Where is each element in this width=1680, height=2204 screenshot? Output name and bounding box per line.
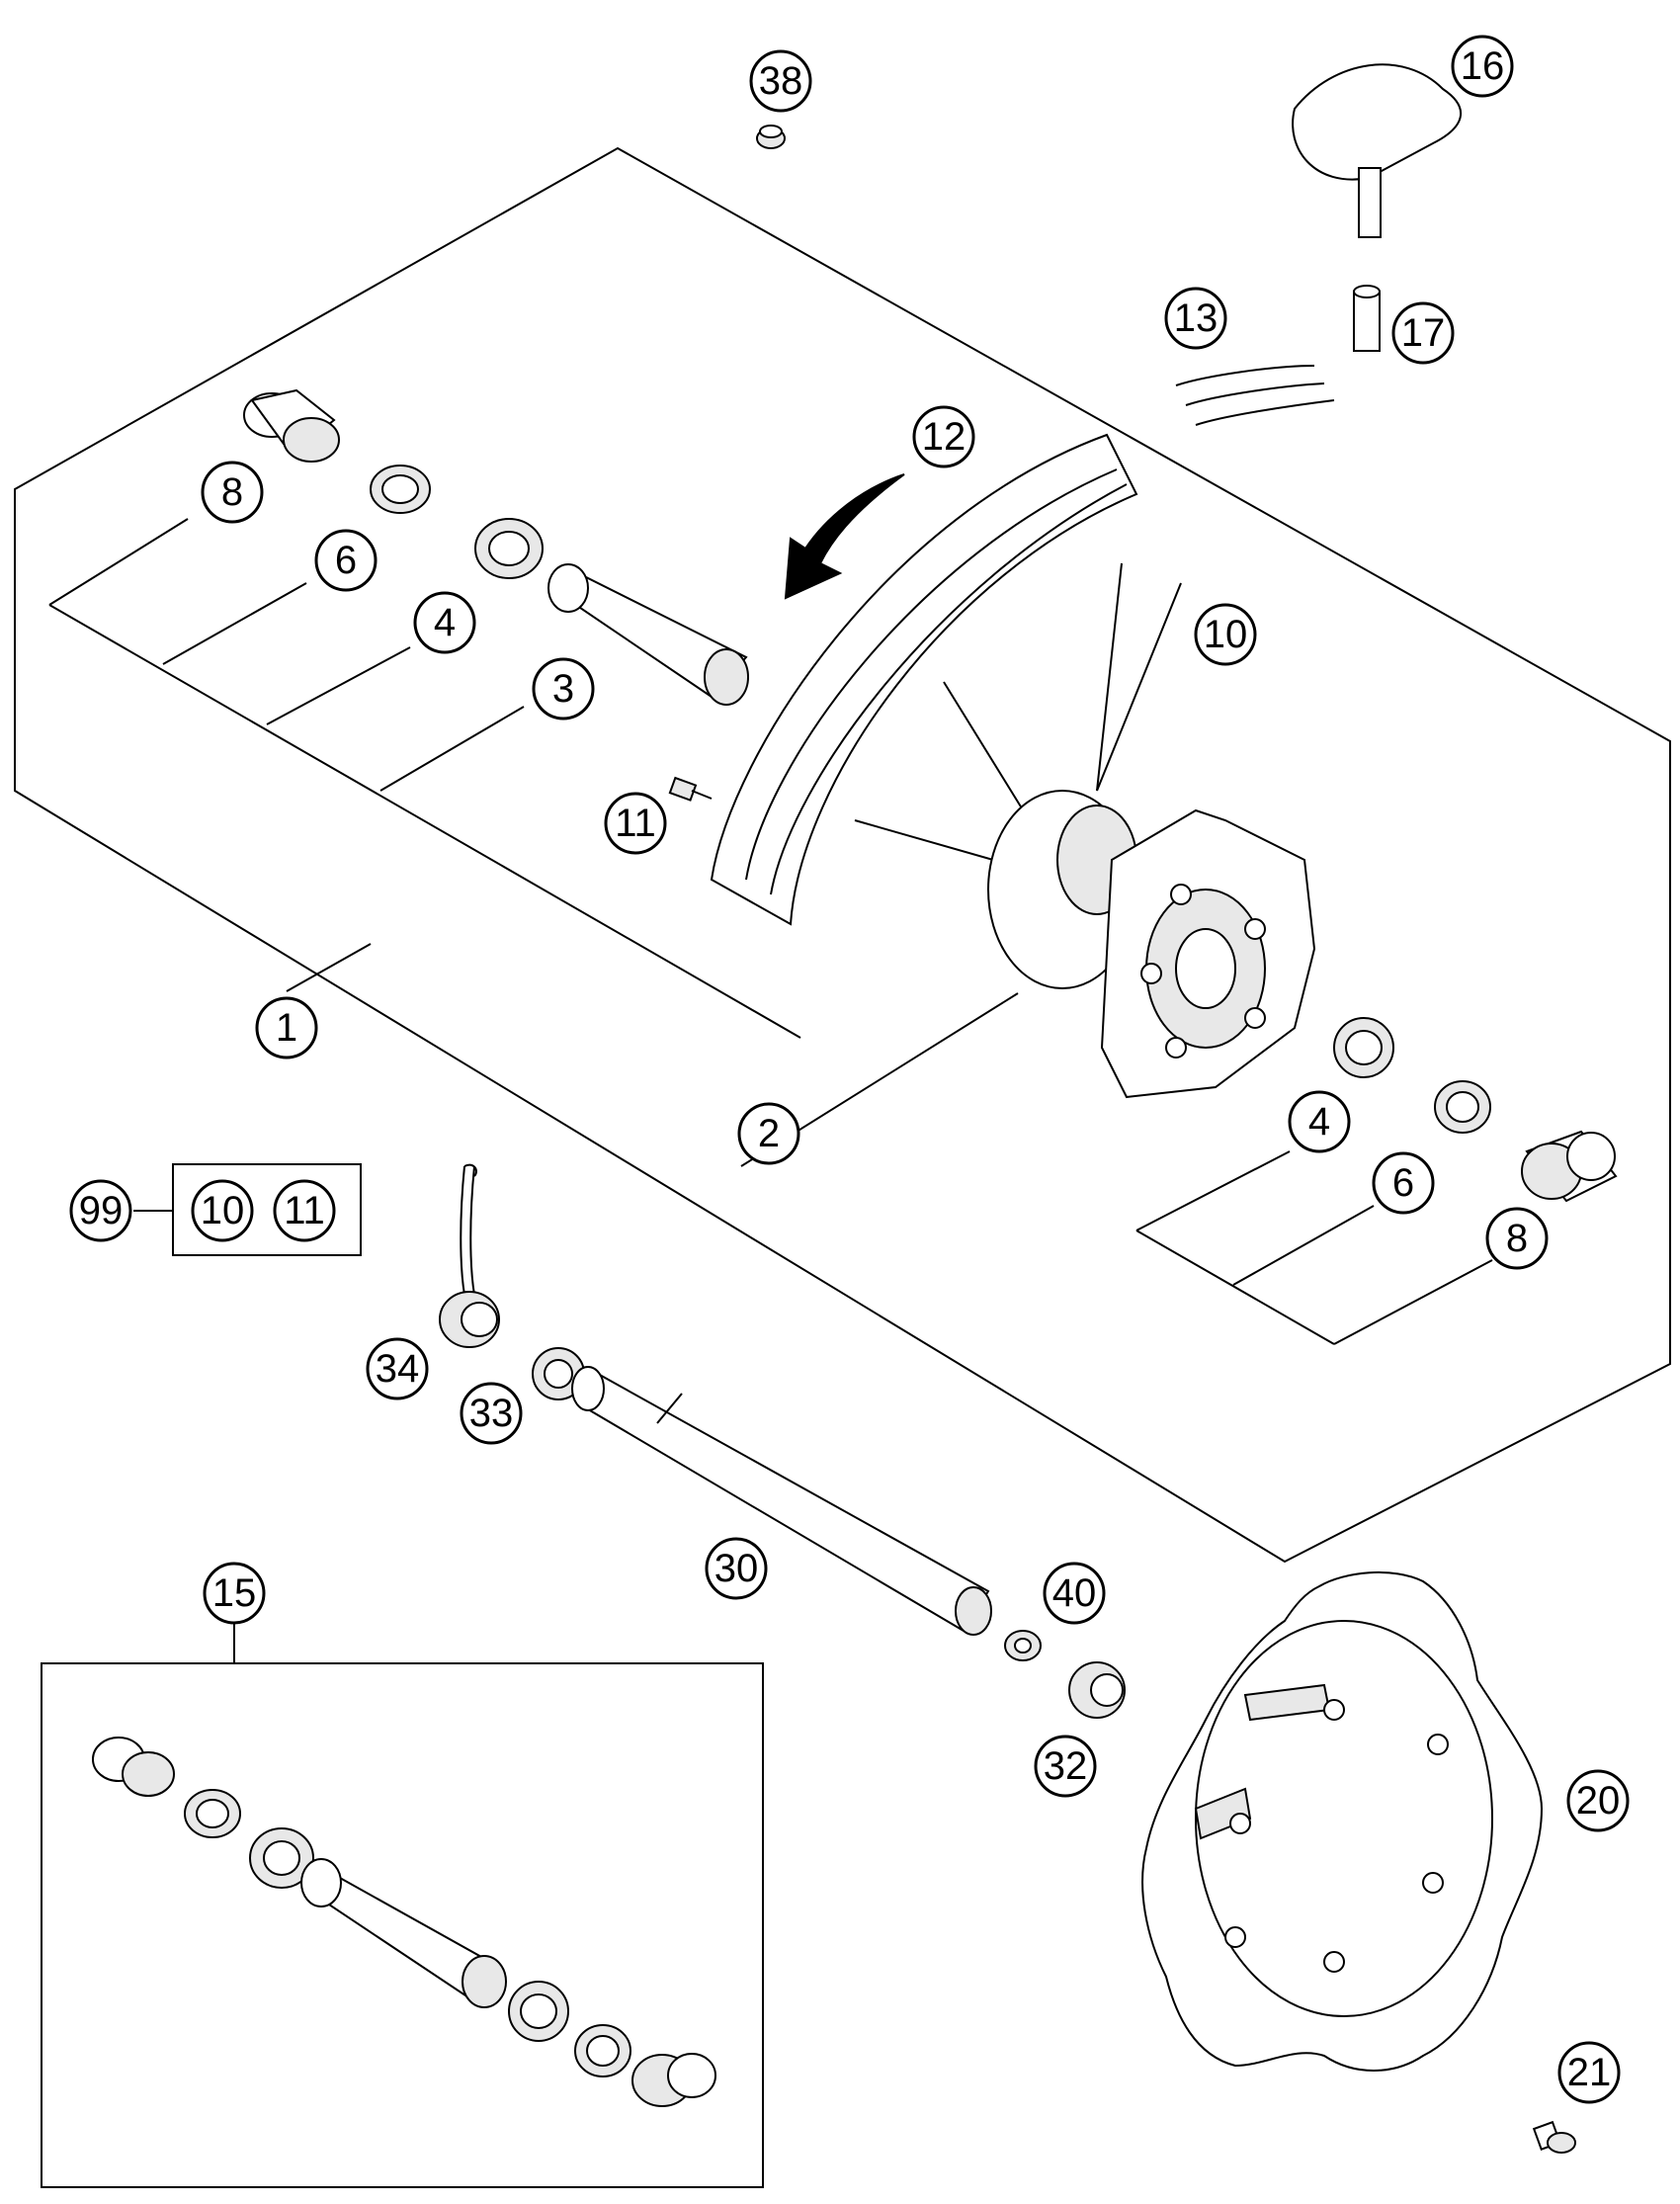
spacer-32: [1068, 1661, 1126, 1719]
callout-20: 20: [1566, 1769, 1630, 1832]
callout-4-right: 4: [1288, 1090, 1351, 1153]
svg-text:38: 38: [759, 59, 803, 103]
bearing-4-right: [1333, 1017, 1394, 1078]
callout-34: 34: [366, 1337, 429, 1400]
brake-disc-20: [1141, 1571, 1544, 2072]
callout-6-right: 6: [1372, 1151, 1435, 1215]
svg-text:32: 32: [1044, 1744, 1088, 1788]
callout-12: 12: [912, 405, 975, 468]
svg-text:30: 30: [714, 1547, 759, 1590]
callout-11: 11: [604, 792, 667, 855]
svg-text:4: 4: [1308, 1100, 1330, 1144]
callout-38: 38: [749, 49, 812, 113]
callout-kit-11: 11: [273, 1179, 336, 1242]
axle-30: [571, 1366, 992, 1636]
callout-33: 33: [460, 1382, 523, 1445]
assembly-1-frame: [14, 146, 1671, 1564]
callout-21: 21: [1557, 2041, 1621, 2104]
callout-15: 15: [203, 1562, 266, 1625]
valve-16: [1292, 63, 1463, 238]
svg-text:15: 15: [212, 1571, 257, 1615]
callout-17: 17: [1391, 301, 1455, 365]
spacer-8-left: [243, 388, 340, 463]
bearing-kit-15: [41, 1616, 764, 2188]
svg-text:10: 10: [1204, 613, 1248, 656]
svg-text:99: 99: [79, 1189, 124, 1232]
svg-text:40: 40: [1052, 1571, 1097, 1615]
svg-text:34: 34: [376, 1347, 420, 1391]
callout-4-left: 4: [413, 591, 476, 654]
svg-text:4: 4: [434, 601, 456, 644]
seal-6-left: [370, 465, 431, 514]
callout-40: 40: [1043, 1562, 1106, 1625]
distance-sleeve-3: [547, 563, 749, 706]
callout-99: 99: [69, 1179, 132, 1242]
svg-text:12: 12: [922, 415, 966, 459]
svg-text:2: 2: [758, 1112, 780, 1155]
nut-33: [532, 1347, 585, 1400]
callout-32: 32: [1034, 1735, 1097, 1798]
svg-text:17: 17: [1401, 311, 1446, 355]
callout-6-left: 6: [314, 529, 378, 592]
svg-text:6: 6: [1392, 1161, 1414, 1205]
valve-nut-17: [1353, 285, 1381, 352]
svg-text:33: 33: [469, 1392, 514, 1435]
svg-text:20: 20: [1576, 1779, 1621, 1823]
svg-text:8: 8: [1506, 1217, 1528, 1260]
rotation-direction-arrow: [784, 473, 905, 600]
axle-clamp-34: [439, 1163, 500, 1348]
right-leader-lines: [1135, 1150, 1493, 1345]
callout-10: 10: [1194, 603, 1257, 666]
svg-text:3: 3: [552, 667, 574, 711]
svg-text:10: 10: [201, 1189, 245, 1232]
rim-tape-13: [1175, 365, 1335, 426]
callout-8-left: 8: [201, 461, 264, 524]
svg-text:1: 1: [276, 1006, 297, 1050]
callout-kit-10: 10: [191, 1179, 254, 1242]
svg-text:8: 8: [221, 470, 243, 514]
callout-8-right: 8: [1485, 1207, 1549, 1270]
seal-6-right: [1434, 1080, 1491, 1134]
callout-13: 13: [1164, 287, 1227, 350]
svg-text:16: 16: [1461, 44, 1505, 88]
callout-3: 3: [532, 657, 595, 721]
svg-text:11: 11: [615, 802, 656, 845]
spacer-8-right: [1521, 1130, 1618, 1203]
callout-2: 2: [737, 1102, 800, 1165]
washer-40: [1004, 1630, 1042, 1661]
callout-16: 16: [1451, 35, 1514, 98]
spoke-nipple-11: [668, 776, 713, 802]
bearing-4-left: [474, 518, 544, 579]
kit-99-box: [133, 1163, 362, 1256]
svg-text:6: 6: [335, 539, 357, 582]
callout-1: 1: [255, 996, 318, 1060]
hub-2: [987, 790, 1316, 1099]
left-leader-lines: [48, 518, 1019, 1167]
svg-text:21: 21: [1567, 2051, 1612, 2094]
callout-30: 30: [705, 1537, 768, 1600]
svg-text:13: 13: [1174, 297, 1218, 340]
screw-21: [1532, 2120, 1576, 2154]
nut-38: [756, 125, 786, 149]
svg-text:11: 11: [284, 1189, 325, 1232]
rim-12: [710, 433, 1138, 926]
